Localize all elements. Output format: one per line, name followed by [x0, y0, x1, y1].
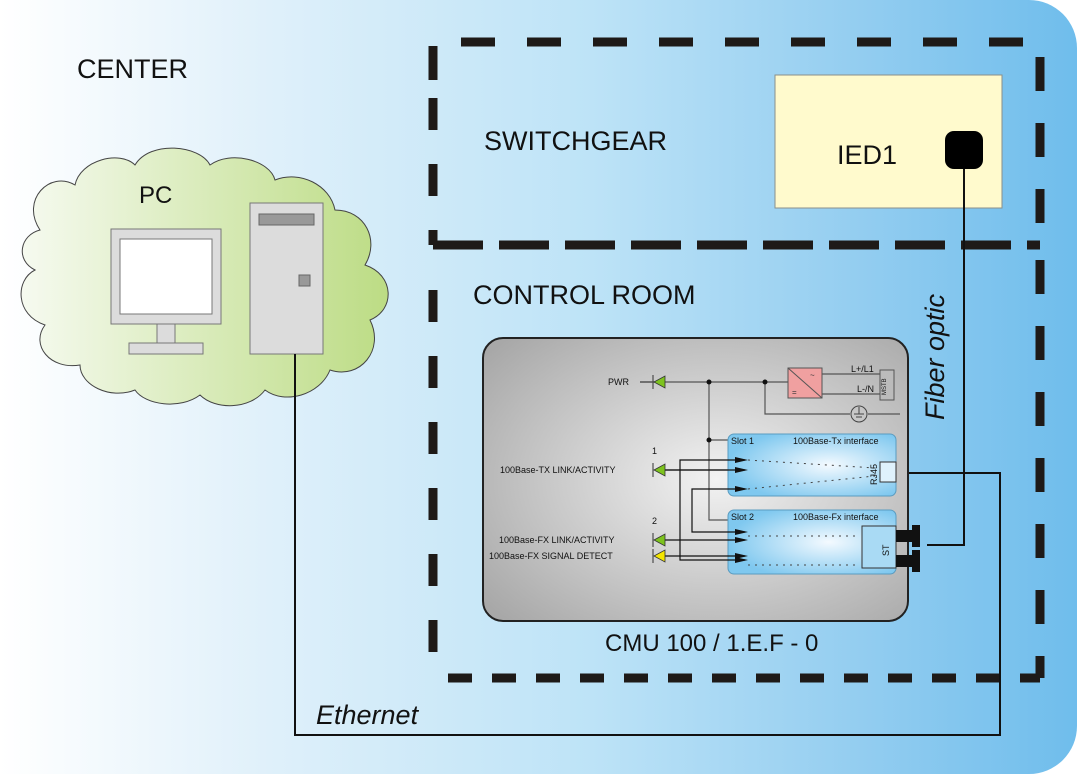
- slot2-interface: 100Base-Fx interface: [793, 512, 879, 522]
- terminal-minus-label: L-/N: [857, 384, 875, 394]
- tx-link-led-label: 100Base-TX LINK/ACTIVITY: [500, 465, 616, 475]
- slot2-led-number: 2: [652, 516, 658, 526]
- ground-icon: [850, 405, 868, 423]
- ied1-fiber-port-icon[interactable]: [945, 131, 983, 169]
- pwr-led-label: PWR: [608, 377, 629, 387]
- pc-label: PC: [139, 182, 173, 209]
- pc-tower-icon: [249, 202, 324, 355]
- mstb-label: MSTB: [882, 378, 888, 395]
- svg-text:=: =: [792, 388, 797, 397]
- slot1-interface: 100Base-Tx interface: [793, 436, 879, 446]
- monitor-icon: [110, 228, 222, 355]
- ethernet-label: Ethernet: [316, 700, 419, 730]
- fx-link-led-icon: [652, 533, 666, 547]
- st-port-box: [861, 525, 897, 569]
- pwr-led-icon: [640, 375, 666, 389]
- zone-label-center: CENTER: [77, 54, 189, 84]
- signal-arrow-heads: [735, 457, 748, 563]
- slot1-led-number: 1: [652, 446, 658, 456]
- zone-label-control-room: CONTROL ROOM: [473, 280, 696, 310]
- power-supply-icon: ~ =: [787, 367, 823, 399]
- slot1-name: Slot 1: [731, 436, 755, 446]
- st-label: ST: [881, 544, 891, 556]
- rj45-port-icon[interactable]: [879, 461, 897, 483]
- ethernet-cable[interactable]: [294, 354, 1001, 736]
- device-model-label: CMU 100 / 1.E.F - 0: [605, 630, 819, 657]
- slot2-name: Slot 2: [731, 512, 755, 522]
- fiber-optic-cable[interactable]: [927, 169, 965, 546]
- ied1-label: IED1: [837, 140, 898, 170]
- fx-signal-led-label: 100Base-FX SIGNAL DETECT: [489, 551, 613, 561]
- fiber-optic-label: Fiber optic: [920, 293, 950, 420]
- rj45-label: RJ45: [869, 463, 879, 485]
- fx-link-led-label: 100Base-FX LINK/ACTIVITY: [499, 535, 615, 545]
- led-signal-wires: [662, 459, 745, 561]
- control-room-zone-border: [428, 260, 1045, 683]
- mstb-connector-icon: [879, 369, 895, 401]
- tx-link-led-icon: [652, 463, 666, 477]
- internal-signal-traces: [747, 459, 876, 566]
- wiring-junctions: [706, 379, 768, 443]
- terminal-plus-label: L+/L1: [851, 364, 874, 374]
- st-fiber-connectors-icon[interactable]: [896, 525, 920, 572]
- svg-text:~: ~: [810, 371, 815, 380]
- zone-label-switchgear: SWITCHGEAR: [484, 126, 668, 156]
- switchgear-zone-border: [428, 37, 1045, 250]
- fx-signal-led-icon: [652, 549, 666, 563]
